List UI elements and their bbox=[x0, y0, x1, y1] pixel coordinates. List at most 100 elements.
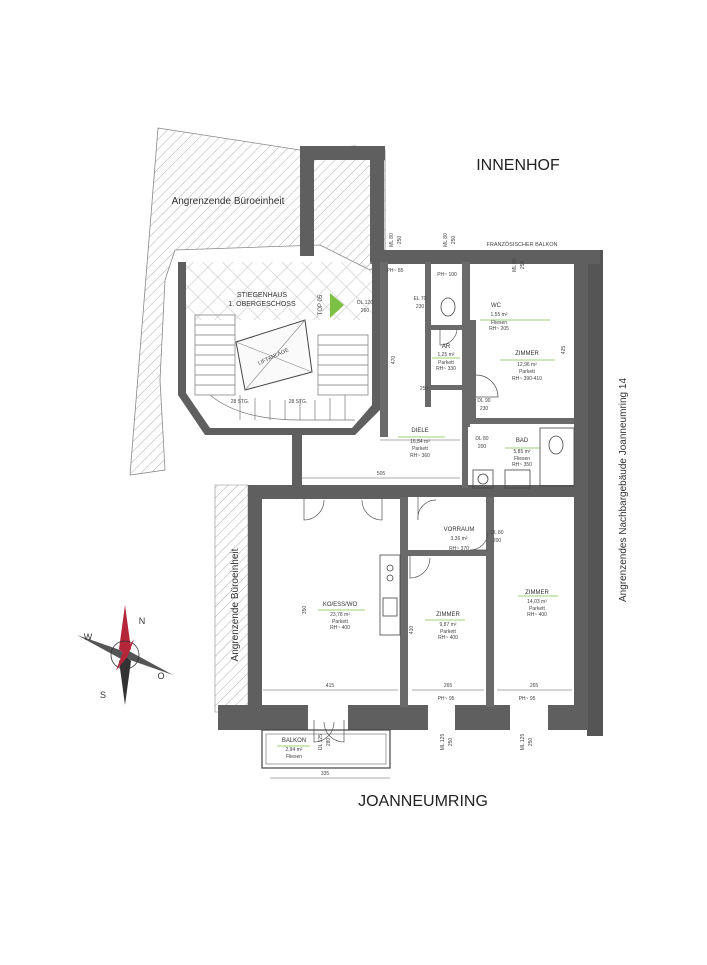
ar-name: AR bbox=[442, 344, 451, 350]
kochen-area: 23,78 m² bbox=[330, 612, 350, 618]
balkon-area: 2,94 m² bbox=[286, 747, 303, 753]
zimmer1-area: 12,96 m² bbox=[517, 362, 537, 368]
zimmer3-floor: Parkett bbox=[529, 606, 545, 612]
kochen-rh: RH~ 400 bbox=[330, 625, 350, 631]
zimmer3-area: 14,03 m² bbox=[527, 599, 547, 605]
dim-265b: 265 bbox=[530, 683, 539, 689]
zimmer2-rh: RH~ 400 bbox=[438, 635, 458, 641]
zimmer1-rh: RH~ 390-410 bbox=[512, 376, 542, 382]
door-el70: EL 70 bbox=[414, 296, 427, 302]
window-ml80c-height: 250 bbox=[520, 261, 526, 270]
window-ml80b: ML 80 bbox=[443, 233, 449, 247]
area-underlines bbox=[277, 319, 558, 747]
zimmer1-floor: Parkett bbox=[519, 369, 535, 375]
window-dl125: DL 125 bbox=[318, 734, 324, 750]
zimmer2-floor: Parkett bbox=[440, 629, 456, 635]
window-ml125b: ML 125 bbox=[520, 734, 526, 751]
zimmer2-area: 9,87 m² bbox=[440, 622, 457, 628]
stair-hall-floor-label: 1. OBERGESCHOSS bbox=[228, 301, 296, 308]
bad-floor: Fliesen bbox=[514, 456, 530, 462]
door-swings bbox=[303, 328, 499, 743]
door-dl80c-height: 200 bbox=[493, 538, 502, 544]
joanneumring-label: JOANNEUMRING bbox=[358, 793, 488, 810]
dim-350: 350 bbox=[302, 606, 308, 615]
dim-425: 425 bbox=[561, 346, 567, 355]
interior-walls bbox=[380, 262, 574, 707]
wc-area: 1,55 m² bbox=[491, 312, 508, 318]
dim-265a: 265 bbox=[444, 683, 453, 689]
adjacent-office-top-label: Angrenzende Büroeinheit bbox=[172, 196, 285, 207]
stairs-count-a: 28 STG. bbox=[231, 399, 250, 405]
innenhof-label: INNENHOF bbox=[476, 157, 560, 174]
wc-floor: Fliesen bbox=[491, 320, 507, 326]
kochen-floor: Parkett bbox=[332, 619, 348, 625]
balkon-name: BALKON bbox=[282, 738, 306, 744]
window-ml125a-height: 250 bbox=[448, 738, 454, 747]
dim-335: 335 bbox=[321, 771, 330, 777]
stairs-count-b: 28 STG. bbox=[289, 399, 308, 405]
diele-area: 16,84 m² bbox=[410, 439, 430, 445]
door-dl80c: DL 80 bbox=[490, 530, 503, 536]
french-balcony-label: FRANZÖSISCHER BALKON bbox=[487, 241, 558, 248]
door-dl90a: DL 90 bbox=[477, 398, 490, 404]
vorraum-name: VORRAUM bbox=[444, 527, 475, 533]
lift-shaft bbox=[235, 319, 313, 391]
window-ml125b-height: 250 bbox=[528, 738, 534, 747]
compass-rose bbox=[77, 605, 173, 705]
door-dl90a-height: 230 bbox=[480, 406, 489, 412]
window-ml80b-height: 250 bbox=[451, 236, 457, 245]
ar-floor: Parkett bbox=[438, 360, 454, 366]
bad-area: 5,85 m² bbox=[514, 449, 531, 455]
bad-rh: RH~ 350 bbox=[512, 462, 532, 468]
dim-250: 250 bbox=[420, 386, 429, 392]
door-dl80: DL 80 bbox=[475, 436, 488, 442]
zimmer1-name: ZIMMER bbox=[515, 351, 539, 357]
window-ph85: PH~ 85 bbox=[387, 268, 404, 274]
window-dl125-height: 280 bbox=[326, 738, 332, 747]
door-el70-height: 230 bbox=[416, 304, 425, 310]
dim-410: 410 bbox=[409, 626, 415, 635]
compass-o: O bbox=[157, 671, 164, 681]
window-ml125a: ML 125 bbox=[440, 734, 446, 751]
dim-470: 470 bbox=[391, 356, 397, 365]
vorraum-area: 3,36 m² bbox=[451, 536, 468, 542]
window-ph95a: PH~ 95 bbox=[438, 696, 455, 702]
door-dl120-height: 260 bbox=[361, 308, 370, 314]
window-ph95b: PH~ 95 bbox=[519, 696, 536, 702]
compass-n: N bbox=[139, 616, 146, 626]
vorraum-rh: RH~ 370 bbox=[449, 546, 469, 552]
dim-505: 505 bbox=[377, 471, 386, 477]
door-dl80-height: 200 bbox=[478, 444, 487, 450]
zimmer3-name: ZIMMER bbox=[525, 590, 549, 596]
kochen-name: KO/ESS/WO bbox=[323, 602, 358, 608]
compass-w: W bbox=[84, 632, 93, 642]
zimmer2-name: ZIMMER bbox=[436, 612, 460, 618]
zimmer3-rh: RH~ 400 bbox=[527, 612, 547, 618]
dimension-lines bbox=[263, 439, 572, 779]
diele-floor: Parkett bbox=[412, 446, 428, 452]
stair-hall-name: STIEGENHAUS bbox=[237, 292, 288, 299]
compass-s: S bbox=[100, 690, 106, 700]
bathroom-fixtures bbox=[440, 297, 575, 489]
window-ph100: PH~ 100 bbox=[437, 272, 457, 278]
wc-name: WC bbox=[491, 303, 502, 309]
door-dl120: DL 120 bbox=[357, 300, 373, 306]
neighbour-building-label: Angrenzendes Nachbargebäude Joanneumring… bbox=[618, 378, 629, 602]
stair-hall-floor bbox=[186, 262, 372, 320]
window-ml80c: ML 80 bbox=[512, 258, 518, 272]
top-label: TOP 05 bbox=[318, 294, 324, 315]
dim-415: 415 bbox=[326, 683, 335, 689]
entrance-marker bbox=[330, 293, 344, 318]
diele-rh: RH~ 360 bbox=[410, 453, 430, 459]
window-ml80a: ML 80 bbox=[389, 233, 395, 247]
window-ml80a-height: 250 bbox=[397, 236, 403, 245]
bad-name: BAD bbox=[516, 438, 529, 444]
neighbour-wall bbox=[587, 250, 603, 736]
staircase bbox=[194, 314, 369, 421]
outer-walls bbox=[178, 146, 600, 730]
adjacent-office-left-label: Angrenzende Büroeinheit bbox=[230, 548, 241, 661]
balkon-floor: Fliesen bbox=[286, 754, 302, 760]
ar-rh: RH~ 330 bbox=[436, 366, 456, 372]
balcony bbox=[261, 729, 391, 769]
